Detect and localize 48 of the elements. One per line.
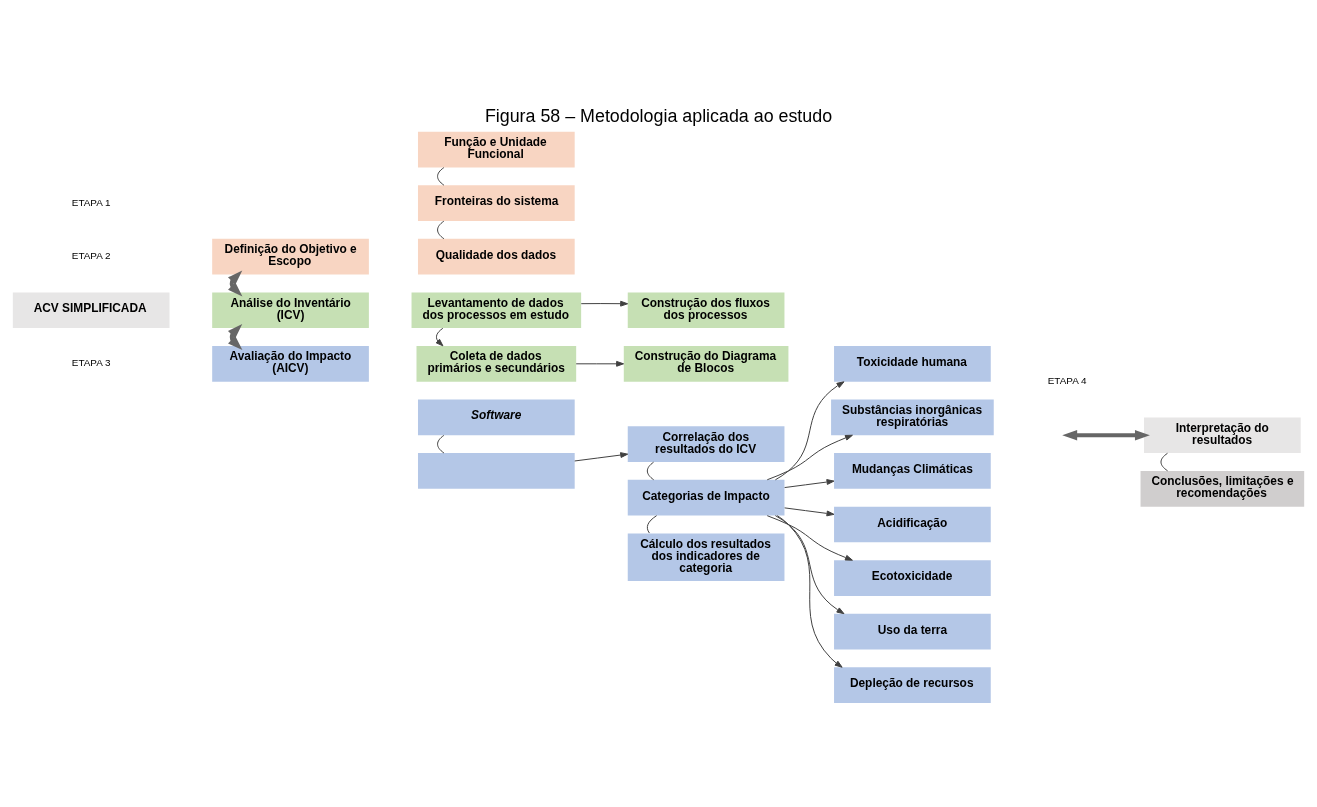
connector [437,167,445,186]
connector [646,515,658,534]
diagram-title: Figura 58 – Metodologia aplicada ao estudo [484,106,833,127]
arrow [766,515,853,561]
node-box: Construção do Diagrama de Blocos [623,345,789,382]
node-box: Qualidade dos dados [418,238,575,275]
arrow [774,381,845,481]
label: ETAPA 4 [1047,375,1087,387]
node-box: Construção dos fluxos dos processos [627,292,785,329]
node-box: Levantamento de dados dos processos em estudo [411,292,582,329]
arrow [776,515,843,668]
node-box: Substâncias inorgânicas respiratórias [831,399,994,436]
arrow [575,360,625,367]
node-box: Ecotoxicidade [834,560,991,596]
connector [646,461,655,481]
node-box: Cálculo dos resultados dos indicadores de categoria [627,533,785,582]
node-box: Definição do Objetivo e Escopo [212,238,369,275]
node-box: Função e Unidade Funcional [418,131,575,168]
node-box: ACV SIMPLIFICADA [12,292,170,329]
node-box: Acidificação [834,506,991,543]
node-box: Categorias de Impacto [627,479,785,516]
arrow [580,300,629,307]
arrow [435,327,444,347]
arrow [766,434,853,481]
connector [437,220,445,240]
node-box: Uso da terra [834,613,991,650]
node-box: Toxicidade humana [834,345,991,382]
node-box: Avaliação do Impacto (AICV) [212,345,369,382]
node-box: Conclusões, limitações e recomendações [1140,470,1305,507]
node-box: Interpretação do resultados [1144,417,1301,454]
arrow [784,479,835,489]
node-box: Mudanças Climáticas [834,453,991,489]
node-box [418,453,575,489]
arrow [1062,430,1150,441]
connector [437,434,445,454]
node-box: Coleta de dados primários e secundários [416,345,577,382]
arrow [774,515,845,615]
node-box: Análise do Inventário (ICV) [212,292,369,329]
label: ETAPA 3 [71,357,111,369]
arrow [574,452,629,462]
arrow [784,507,835,517]
label: ETAPA 2 [71,250,111,262]
connector [1160,452,1169,472]
node-box: Depleção de recursos [834,667,991,704]
label: ETAPA 1 [71,196,111,208]
node-box: Software [418,399,575,436]
node-box: Fronteiras do sistema [418,185,575,221]
node-box: Correlação dos resultados do ICV [627,426,785,462]
